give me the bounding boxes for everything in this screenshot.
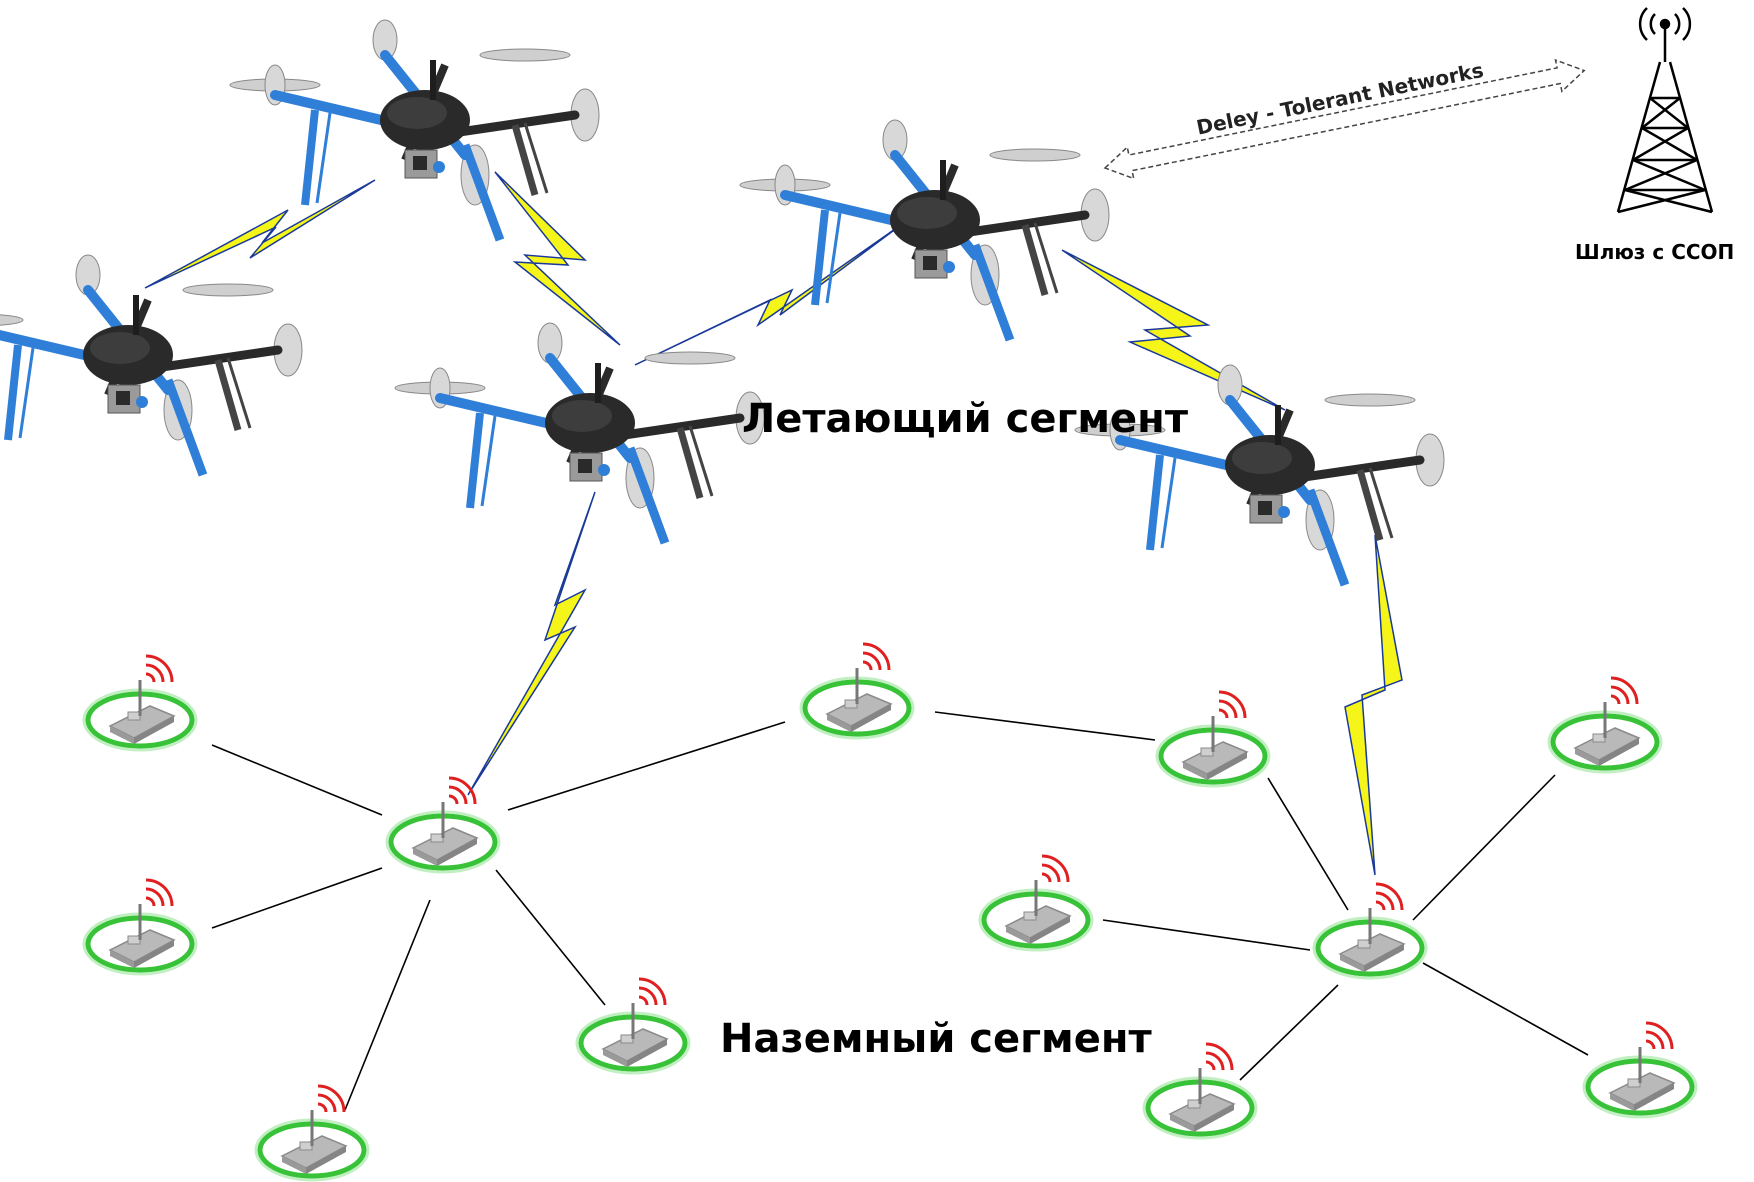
- quadcopter-icon: [230, 20, 599, 240]
- radio-link: [144, 179, 376, 289]
- radio-link: [467, 491, 596, 796]
- sensor-node-icon: [387, 778, 499, 872]
- wired-link: [1102, 919, 1311, 951]
- quadcopter-icon: [395, 323, 764, 543]
- sensor-node-icon: [84, 656, 196, 750]
- radio-link: [1061, 249, 1286, 411]
- radio-link: [634, 221, 906, 366]
- wired-link: [1267, 777, 1349, 911]
- dtn-arrow: Deley - Tolerant Networks: [1103, 58, 1586, 180]
- gateway-label: Шлюз с ССОП: [1575, 240, 1735, 264]
- wired-link: [344, 899, 431, 1111]
- sensor-node-icon: [980, 856, 1092, 950]
- wired-link: [495, 869, 606, 1006]
- wired-link: [211, 867, 383, 929]
- wired-link: [211, 744, 383, 816]
- wired-link: [934, 711, 1156, 741]
- quadcopter-icon: [0, 255, 302, 475]
- sensor-node-icon: [256, 1086, 368, 1180]
- sensor-node-icon: [1584, 1023, 1696, 1117]
- radio-link: [1344, 534, 1403, 876]
- radio-link: [494, 171, 621, 346]
- sensor-node-icon: [1157, 692, 1269, 786]
- sensor-node-icon: [801, 644, 913, 738]
- flying-segment-label: Летающий сегмент: [742, 396, 1188, 442]
- sensor-node-icon: [1549, 678, 1661, 772]
- radio-links: [144, 171, 1403, 876]
- sensor-node-icon: [1314, 884, 1426, 978]
- wired-link: [1422, 962, 1589, 1056]
- sensor-node-icon: [577, 979, 689, 1073]
- drones: [0, 20, 1444, 585]
- sensor-nodes: [84, 644, 1696, 1180]
- radio-tower-icon: [1616, 7, 1714, 214]
- ground-segment-label: Наземный сегмент: [720, 1016, 1152, 1062]
- wired-link: [507, 721, 786, 811]
- quadcopter-icon: [740, 120, 1109, 340]
- wired-links: [211, 711, 1589, 1111]
- wired-link: [1412, 774, 1556, 921]
- sensor-node-icon: [1144, 1044, 1256, 1138]
- wired-link: [1239, 984, 1339, 1081]
- sensor-node-icon: [84, 880, 196, 974]
